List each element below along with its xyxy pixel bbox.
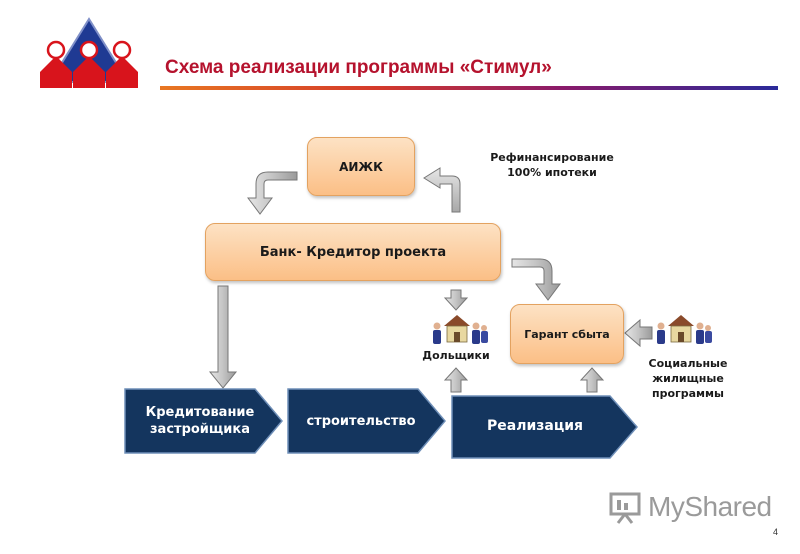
stage-sales-shape [451, 395, 638, 459]
stage-construction-label: строительство [306, 414, 416, 429]
arrow-up-shareholders [443, 367, 469, 393]
arrow-aizhk-to-bank [247, 171, 298, 215]
box-guarantor: Гарант сбыта [510, 304, 624, 364]
box-guarantor-label: Гарант сбыта [524, 327, 610, 341]
stage-construction-shape [287, 388, 446, 454]
box-aizhk-label: АИЖК [339, 159, 383, 174]
box-aizhk: АИЖК [307, 137, 415, 196]
arrow-social-to-guarantor [624, 318, 653, 348]
note-shareholders: Дольщики [422, 349, 490, 362]
stage-crediting-shape [124, 388, 283, 454]
arrow-up-guarantor [579, 367, 605, 393]
note-social-programs: Социальные жилищные программы [640, 356, 736, 401]
note-refinancing: Рефинансирование 100% ипотеки [487, 150, 617, 180]
note-social-line1: Социальные [648, 357, 728, 370]
house-people-icon-social [657, 315, 712, 344]
stage-crediting-line2: застройщика [150, 422, 250, 437]
note-social-line2: жилищные [652, 372, 724, 385]
logo-emblem [40, 17, 138, 88]
house-people-icon-shareholders [433, 315, 488, 344]
note-refinancing-line2: 100% ипотеки [507, 166, 597, 179]
stage-sales-label: Реализация [486, 418, 584, 434]
arrow-bank-to-guarantor [511, 258, 561, 301]
arrow-down-shareholders [443, 289, 469, 311]
note-social-line3: программы [651, 387, 724, 400]
box-bank-label: Банк- Кредитор проекта [259, 244, 447, 260]
arrow-bank-to-aizhk [423, 167, 461, 213]
stage-crediting-line1: Кредитование [145, 405, 255, 420]
slide-title: Схема реализации программы «Стимул» [165, 57, 552, 78]
arrow-bank-to-crediting [208, 285, 238, 389]
note-refinancing-line1: Рефинансирование [490, 151, 614, 164]
page-number: 4 [772, 527, 778, 537]
stage-crediting-label: Кредитование застройщика [130, 404, 270, 438]
title-underline [160, 86, 778, 90]
box-bank: Банк- Кредитор проекта [205, 223, 501, 281]
watermark-text: MyShared [648, 491, 772, 522]
presentation-board-icon [609, 492, 641, 524]
